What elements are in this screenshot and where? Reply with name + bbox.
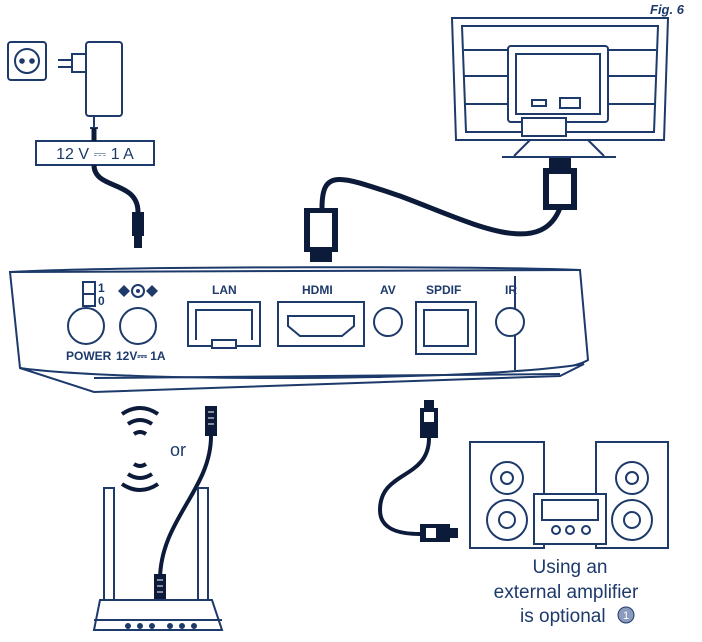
switch-on-label: 1 — [98, 281, 105, 295]
hdmi-plug-tv — [543, 158, 577, 210]
optical-cable — [377, 437, 431, 536]
power-button[interactable] — [67, 307, 105, 345]
ir-port[interactable] — [495, 307, 525, 337]
adapter-rating-label: 12 V ⎓ 1 A — [56, 146, 134, 163]
amplifier-note-line1: Using an — [533, 557, 608, 578]
footnote-number: 1 — [623, 610, 629, 622]
hdmi-label: HDMI — [302, 283, 333, 297]
figure-label: Fig. 6 — [650, 2, 685, 17]
amplifier-note-line2: external amplifier — [494, 582, 639, 603]
ir-label: IR — [505, 283, 517, 297]
optical-plug-side — [420, 524, 458, 542]
switch-off-label: 0 — [98, 294, 105, 308]
optical-plug-top — [420, 400, 438, 438]
lan-port[interactable] — [187, 301, 261, 349]
lan-plug-bottom — [154, 574, 166, 602]
lan-plug-top — [205, 406, 217, 436]
av-label: AV — [380, 283, 396, 297]
power-label: POWER — [66, 349, 112, 363]
power-cable — [91, 128, 141, 213]
dc-in-port[interactable] — [119, 307, 157, 345]
hdmi-port[interactable] — [277, 301, 365, 347]
wireless-signal-icon — [120, 406, 160, 492]
hdmi-plug-box — [304, 208, 338, 262]
hdmi-cable — [319, 177, 563, 237]
dc-polarity-icon — [118, 284, 158, 298]
av-port[interactable] — [373, 307, 403, 337]
power-switch-icon — [82, 281, 96, 307]
hifi-speakers-icon — [469, 441, 669, 549]
footnote-marker: 1 — [617, 606, 635, 624]
spdif-label: SPDIF — [426, 283, 461, 297]
dc-in-label: 12V⎓ 1A — [116, 349, 166, 363]
spdif-port[interactable] — [415, 301, 477, 355]
wall-outlet-icon — [7, 41, 47, 81]
amplifier-note-line3: is optional — [520, 606, 606, 627]
adapter-rating-box: 12 V ⎓ 1 A — [35, 140, 155, 166]
lan-label: LAN — [212, 283, 237, 297]
or-label: or — [170, 440, 186, 460]
lan-cable — [158, 435, 213, 581]
tv-back-icon — [450, 17, 670, 158]
wifi-router-icon — [92, 487, 224, 631]
dc-plug — [132, 212, 144, 248]
power-adapter-icon — [58, 41, 123, 129]
